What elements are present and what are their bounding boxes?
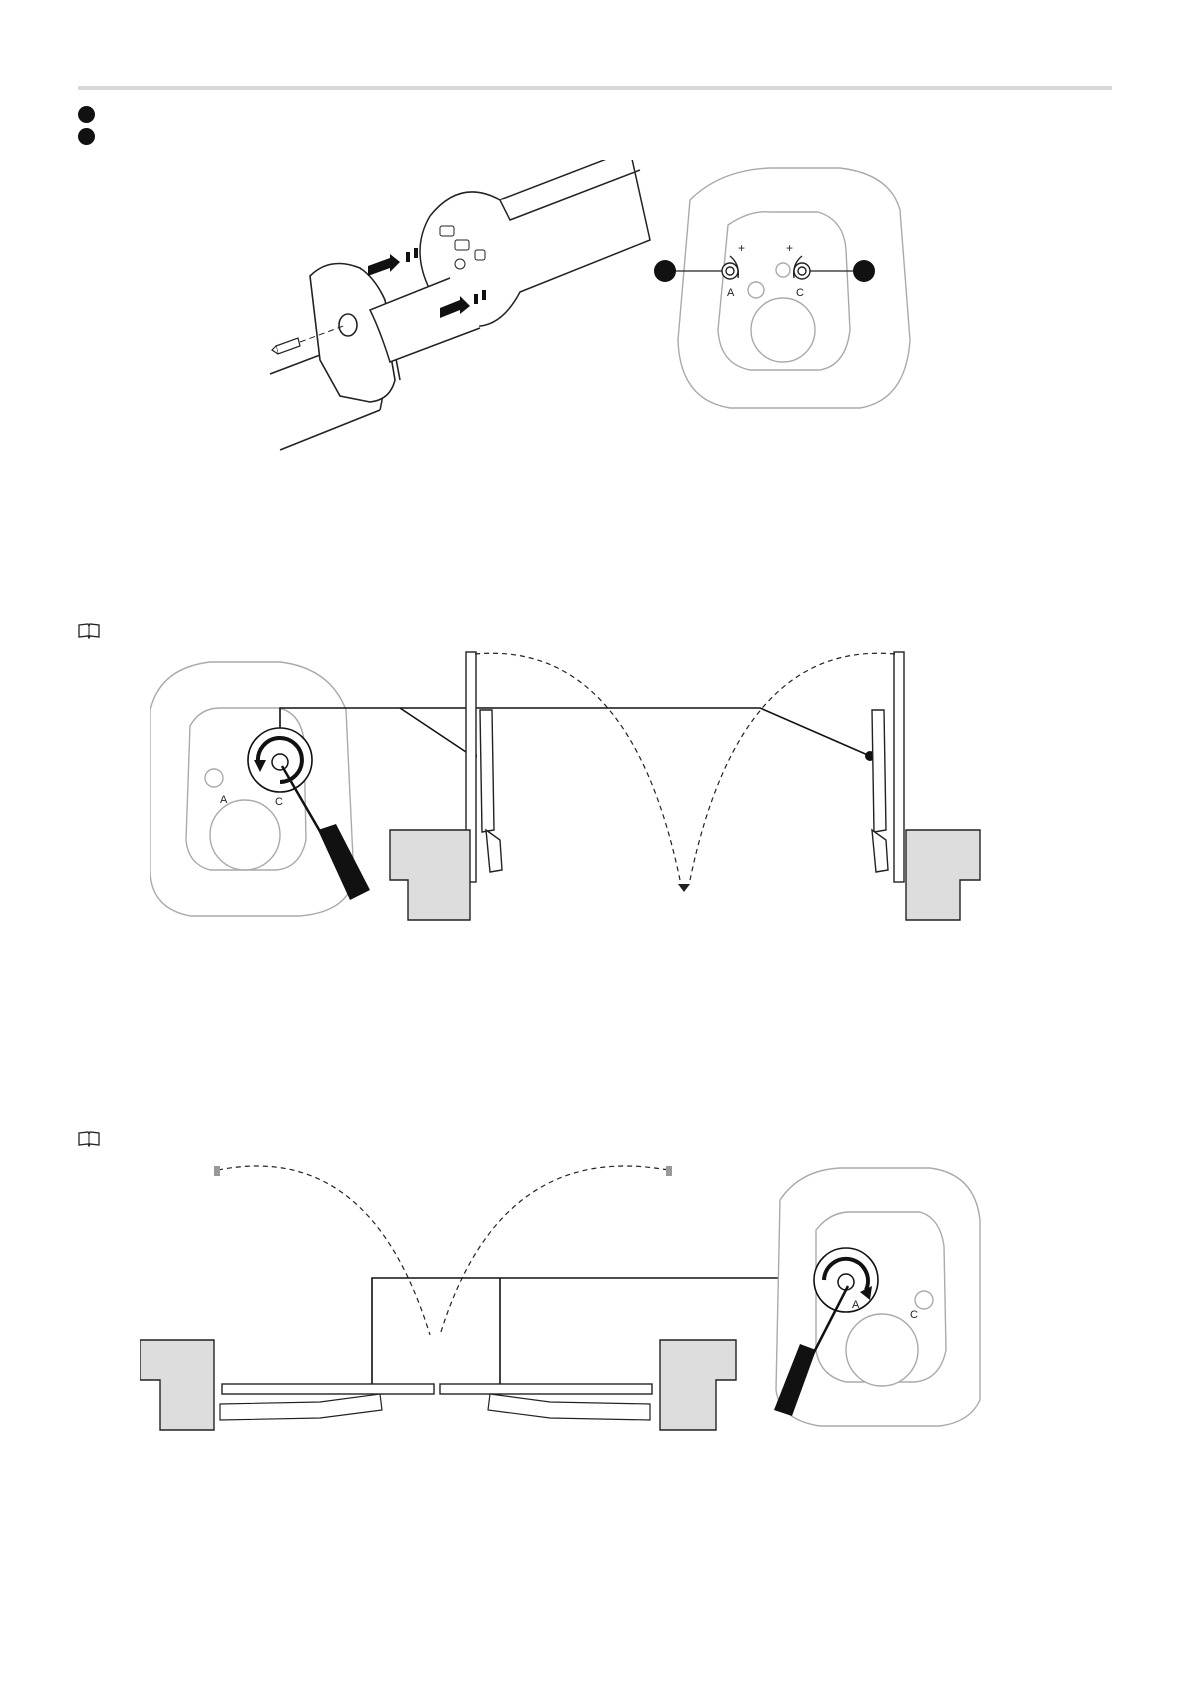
motor-front-view xyxy=(150,662,354,916)
left-wall xyxy=(390,830,470,920)
motor-front-view xyxy=(678,168,910,408)
callout-right xyxy=(853,260,875,282)
right-actuator xyxy=(488,1394,650,1420)
right-gate xyxy=(872,652,904,882)
knob-a-label: A xyxy=(220,794,228,806)
left-gate xyxy=(222,1384,434,1394)
right-wall xyxy=(660,1340,736,1430)
knob-a-label: A xyxy=(852,1299,860,1311)
screw-icon xyxy=(272,338,300,354)
left-wall xyxy=(140,1340,214,1430)
motor-front-view xyxy=(776,1168,980,1426)
figure-open-adjustment: A C xyxy=(150,650,1080,960)
knob-a-label: A xyxy=(727,287,735,299)
bullet-icon xyxy=(78,106,95,123)
callout-left xyxy=(654,260,676,282)
right-wall xyxy=(906,830,980,920)
plus-right-label: + xyxy=(786,241,793,255)
left-gate xyxy=(466,652,502,882)
right-gate xyxy=(440,1384,652,1394)
arrow-icon xyxy=(368,248,418,276)
figure-motor-assembly: A C + + xyxy=(250,160,950,460)
motor-body xyxy=(370,160,650,362)
knob-c-label: C xyxy=(910,1309,918,1321)
left-actuator xyxy=(220,1394,382,1420)
bullet-icon xyxy=(78,128,95,145)
book-icon xyxy=(78,1131,100,1147)
figure-close-adjustment: A C xyxy=(140,1160,1080,1480)
header-rule xyxy=(78,86,1112,90)
plus-left-label: + xyxy=(738,241,745,255)
knob-c-label: C xyxy=(796,287,804,299)
book-icon xyxy=(78,623,100,639)
knob-c-label: C xyxy=(275,796,283,808)
